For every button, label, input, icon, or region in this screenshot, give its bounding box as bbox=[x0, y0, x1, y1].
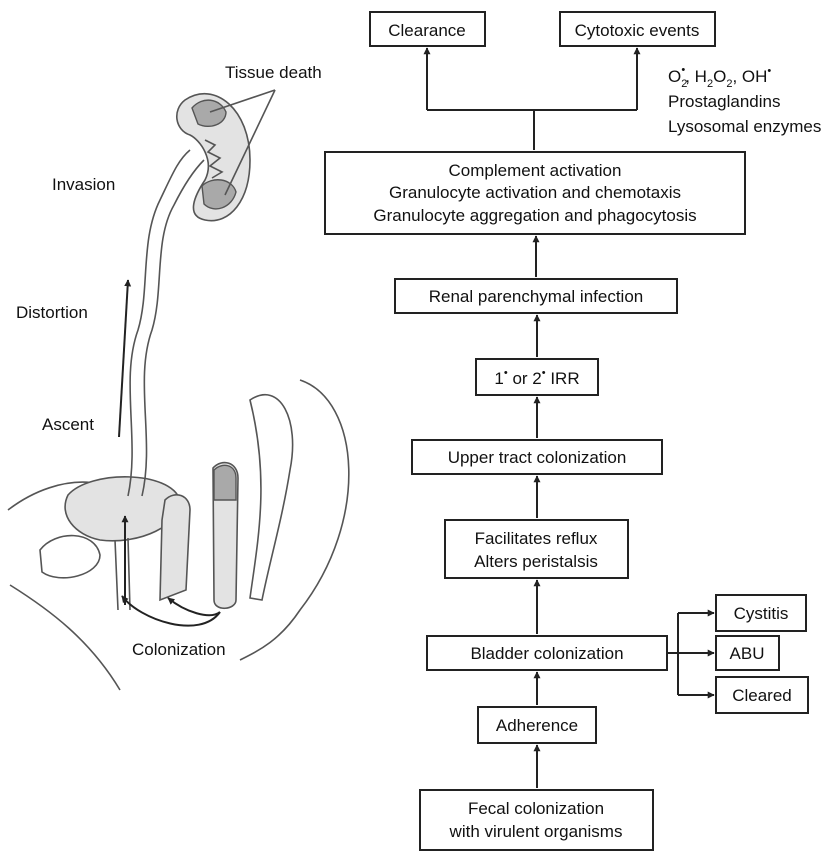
colonization-label: Colonization bbox=[132, 640, 226, 659]
sacrum-outline bbox=[249, 393, 294, 601]
cleared-box bbox=[715, 676, 809, 714]
flowchart: Clearance Cytotoxic events O2•, H2O2, OH… bbox=[324, 11, 821, 851]
renal-parenchymal-infection-box bbox=[394, 278, 678, 314]
lysosomal-enzymes-line: Lysosomal enzymes bbox=[668, 117, 821, 136]
complement-line-1: Complement activation bbox=[449, 161, 622, 180]
reactive-oxygen-species-line: O2•, H2O2, OH• bbox=[668, 64, 771, 90]
split-connector bbox=[427, 109, 637, 150]
ascent-arrow bbox=[118, 279, 132, 438]
urethra bbox=[114, 537, 131, 611]
tissue-death-pointer-1 bbox=[209, 89, 276, 113]
cytotoxic-events-label: Cytotoxic events bbox=[575, 21, 700, 40]
abu-label: ABU bbox=[730, 644, 765, 663]
clearance-box bbox=[369, 11, 486, 47]
ascent-label: Ascent bbox=[42, 415, 94, 434]
renal-pelvis bbox=[204, 139, 224, 179]
alters-peristalsis-label: Alters peristalsis bbox=[474, 552, 598, 571]
complement-activation-box bbox=[324, 151, 746, 235]
ureter bbox=[127, 149, 205, 497]
rectum-dark-segment bbox=[213, 464, 237, 501]
tissue-death-pointer-2 bbox=[224, 89, 276, 196]
invasion-label: Invasion bbox=[52, 175, 115, 194]
bladder-colonization-box bbox=[426, 635, 668, 671]
bladder-outcome-connector bbox=[667, 613, 679, 695]
body-outline-right bbox=[239, 379, 350, 661]
complement-line-2: Granulocyte activation and chemotaxis bbox=[389, 183, 681, 202]
cystitis-label: Cystitis bbox=[734, 604, 789, 623]
colonization-arrow-3 bbox=[167, 597, 221, 617]
mediators-text: O2•, H2O2, OH• Prostaglandins Lysosomal … bbox=[668, 64, 821, 136]
body-outline-lower bbox=[9, 584, 121, 691]
adherence-label: Adherence bbox=[496, 716, 578, 735]
complement-line-3: Granulocyte aggregation and phagocytosis bbox=[373, 206, 696, 225]
clearance-label: Clearance bbox=[388, 21, 466, 40]
irr-label: 1• or 2• IRR bbox=[494, 367, 579, 388]
cleared-label: Cleared bbox=[732, 686, 792, 705]
cystitis-box bbox=[715, 594, 807, 632]
cytotoxic-events-box bbox=[559, 11, 716, 47]
abu-box bbox=[715, 635, 780, 671]
pubic-bone bbox=[39, 534, 101, 579]
prostaglandins-line: Prostaglandins bbox=[668, 92, 780, 111]
facilitates-reflux-box bbox=[444, 519, 629, 579]
fecal-colonization-line-1: Fecal colonization bbox=[468, 799, 604, 818]
fecal-colonization-line-2: with virulent organisms bbox=[449, 822, 623, 841]
distortion-label: Distortion bbox=[16, 303, 88, 322]
vagina bbox=[159, 494, 191, 602]
kidney-necrosis-lower bbox=[201, 179, 237, 210]
colonization-arrow-2 bbox=[121, 595, 221, 627]
fecal-colonization-box bbox=[419, 789, 654, 851]
upper-tract-colonization-box bbox=[411, 439, 663, 475]
kidney-necrosis-upper bbox=[191, 99, 227, 128]
renal-parenchymal-infection-label: Renal parenchymal infection bbox=[429, 287, 644, 306]
facilitates-reflux-label: Facilitates reflux bbox=[475, 529, 598, 548]
bladder-colonization-label: Bladder colonization bbox=[470, 644, 623, 663]
adherence-box bbox=[477, 706, 597, 744]
irr-box bbox=[475, 358, 599, 396]
urinary-tract-illustration: Tissue death Invasion Distortion Ascent … bbox=[7, 63, 350, 691]
upper-tract-colonization-label: Upper tract colonization bbox=[448, 448, 627, 467]
tissue-death-label: Tissue death bbox=[225, 63, 322, 82]
